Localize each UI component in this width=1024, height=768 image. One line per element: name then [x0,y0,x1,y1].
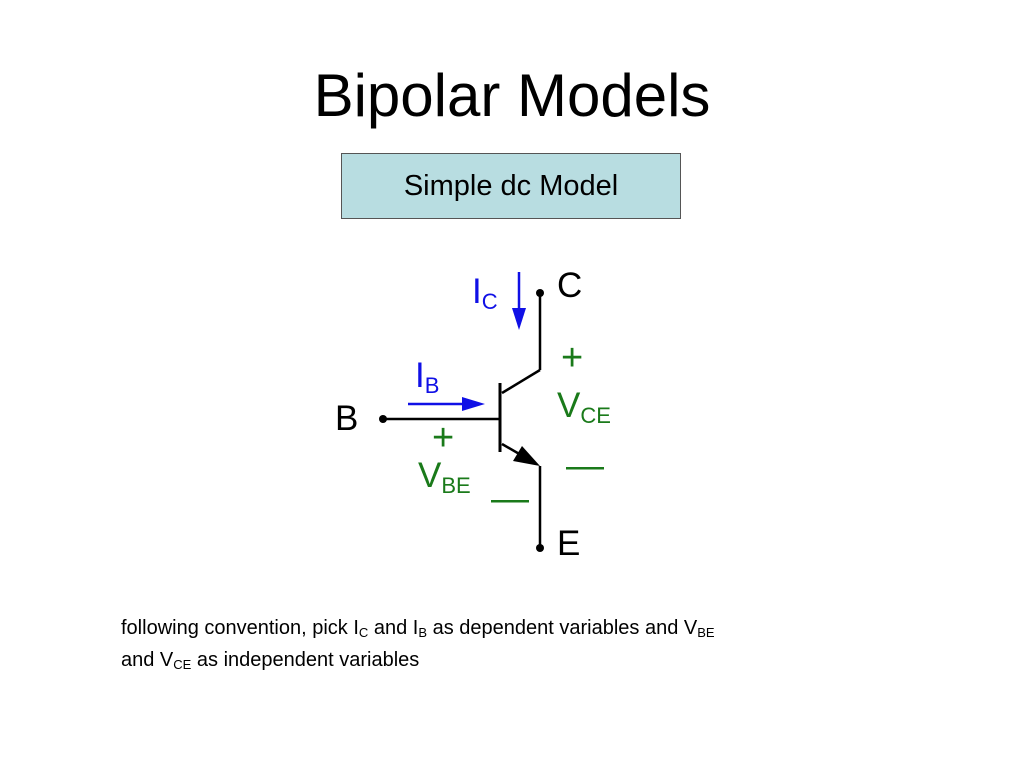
vbe-plus-sign: + [432,417,455,459]
caption-part: as dependent variables and V [427,617,698,639]
caption-part: as independent variables [191,649,420,671]
caption-subscript: C [358,625,369,640]
base-terminal-dot [379,415,387,423]
vce-label-sub: CE [580,403,611,428]
caption-subscript: B [418,625,428,640]
collector-terminal-dot [536,289,544,297]
ib-label-main: I [415,356,425,395]
ic-label-sub: C [481,289,498,314]
ic-label-main: I [472,272,482,311]
vbe-label-sub: BE [441,473,471,498]
caption-subscript: BE [697,625,715,640]
ic-label: IC [472,272,498,316]
emitter-label: E [557,524,581,563]
vbe-label-main: V [418,456,442,495]
vce-label-main: V [557,386,581,425]
caption-part: and V [121,649,174,671]
subtitle-box: Simple dc Model [341,153,681,219]
base-label: B [335,399,359,438]
vce-label: VCE [557,386,611,430]
ib-label: IB [415,356,439,400]
caption-text: following convention, pick IC and IB as … [121,613,921,677]
ic-arrow-icon [512,308,526,330]
emitter-terminal-dot [536,544,544,552]
vce-plus-sign: + [561,337,584,379]
vce-minus-sign: — [566,445,604,487]
collector-diagonal [501,368,541,395]
emitter-arrow-icon [513,446,540,466]
slide-title: Bipolar Models [313,62,711,129]
caption-part: following convention, pick I [121,617,359,639]
caption-part: and I [368,617,419,639]
caption-subscript: CE [173,657,192,672]
vbe-label: VBE [418,456,471,500]
subtitle-label: Simple dc Model [403,170,619,202]
vbe-minus-sign: — [491,478,529,520]
collector-label: C [557,266,583,305]
ib-label-sub: B [424,373,440,398]
ib-arrow-icon [462,397,485,411]
